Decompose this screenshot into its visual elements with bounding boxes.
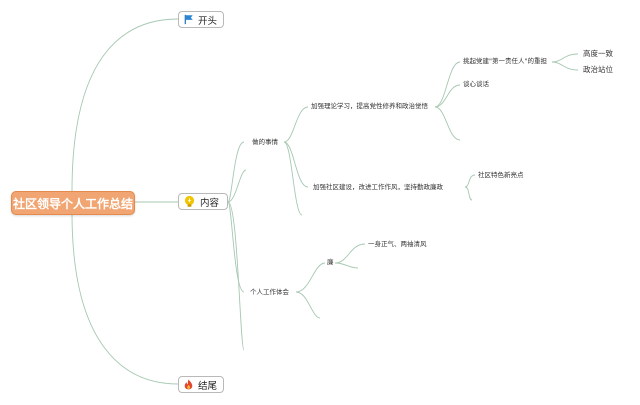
topic-content[interactable]: 内容 [178,193,228,210]
link-lian-integrity [334,243,366,264]
item-heart-talk[interactable]: 谈心谈话 [463,80,489,88]
link-experience-c2 [295,291,321,319]
link-content-experience [227,201,245,293]
leaf-high-alignment[interactable]: 高度一致 [583,49,613,58]
link-workdone-item1 [283,106,309,143]
link-item2-highlight [464,174,476,188]
blue-flag-icon [184,14,193,25]
topic-start[interactable]: 开头 [178,11,224,28]
link-root-end [71,212,179,385]
link-workdone-item2 [283,141,309,188]
item-integrity[interactable]: 一身正气、两袖清风 [368,240,427,248]
item-lian[interactable]: 廉 [327,258,334,266]
link-item2-c2 [464,186,473,201]
link-content-workdone [227,141,245,203]
link-lian-c2 [334,262,359,269]
link-root-start [71,18,179,192]
leaf-political-stance[interactable]: 政治站位 [583,65,613,74]
branch-work-done[interactable]: 做的事情 [252,138,278,146]
branch-experience[interactable]: 个人工作体会 [250,288,289,296]
topic-content-label: 内容 [200,197,220,209]
root-label: 社区领导个人工作总结 [12,196,133,211]
item-community-building[interactable]: 加强社区建设，改进工作作风，坚持勤政廉政 [313,183,443,191]
item-community-highlight[interactable]: 社区特色新亮点 [478,171,524,179]
item-theory-study[interactable]: 加强理论学习，提高党性修养和政治觉悟 [311,102,428,110]
link-duty-stance [551,61,579,71]
yellow-lightbulb-icon [184,195,195,207]
topic-end-label: 结尾 [197,380,217,392]
link-item1-c3 [434,106,461,141]
link-workdone-c3 [283,141,303,216]
topic-start-label: 开头 [197,15,217,27]
link-item1-duty [434,61,461,108]
item-party-duty[interactable]: 挑起党建"第一责任人"的重担 [463,57,547,65]
link-experience-lian [295,262,326,293]
link-content-c4 [227,201,245,351]
link-duty-align [551,53,579,63]
link-content-c1 [227,169,247,203]
red-fire-icon [184,379,193,390]
root-topic[interactable]: 社区领导个人工作总结 [11,191,135,215]
topic-end[interactable]: 结尾 [178,376,224,393]
link-item1-talk [434,84,461,108]
